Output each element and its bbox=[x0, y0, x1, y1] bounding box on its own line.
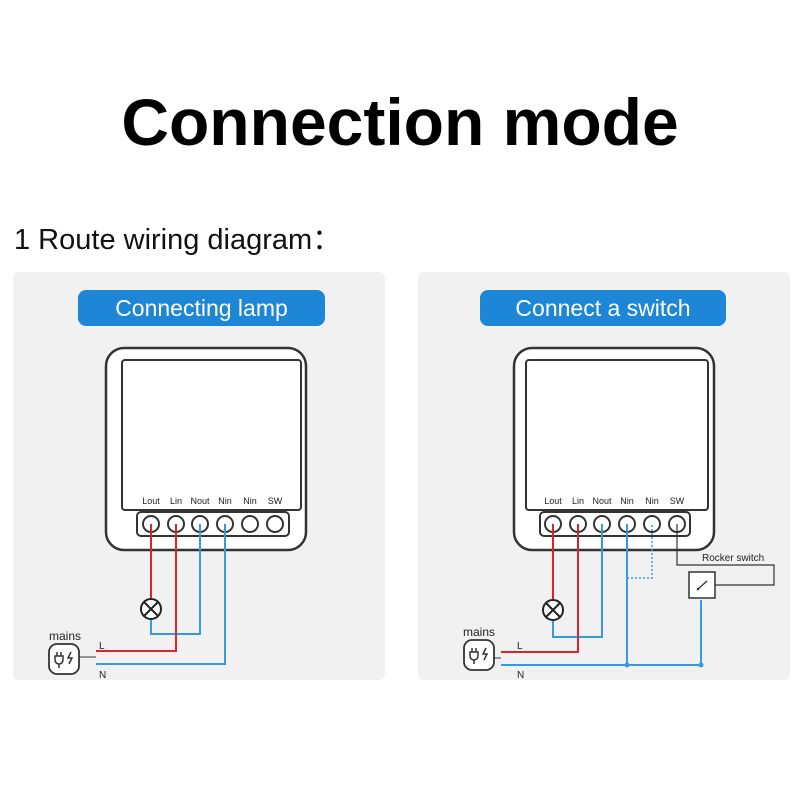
panel-heading-switch: Connect a switch bbox=[480, 290, 726, 326]
line-label: L bbox=[99, 641, 105, 652]
terminal-label-nin-1: Nin bbox=[620, 496, 634, 506]
wire-line-to-lin bbox=[501, 524, 579, 653]
diagram-subtitle: 1 Route wiring diagram： bbox=[14, 224, 342, 256]
wire-line-to-lin bbox=[96, 524, 177, 652]
lamp-icon bbox=[140, 598, 162, 620]
mains-plug-icon bbox=[48, 643, 80, 675]
wiring-diagram-lamp: Lout Lin Nout Nin Nin SW mains bbox=[48, 346, 308, 680]
rocker-switch-icon bbox=[688, 571, 716, 599]
module-face bbox=[121, 359, 302, 511]
module-face bbox=[525, 359, 709, 511]
junction-dot-1 bbox=[624, 662, 630, 668]
wiring-diagram-switch: Lout Lin Nout Nin Nin SW Rocker switch bbox=[463, 346, 775, 680]
wire-sw-to-switch bbox=[676, 524, 775, 586]
terminal-strip bbox=[539, 511, 691, 537]
rocker-switch-label: Rocker switch bbox=[702, 553, 764, 564]
wire-neutral-to-nin bbox=[96, 524, 226, 665]
panel-connect-switch: Connect a switch Lout Lin Nout Nin Nin S… bbox=[418, 272, 790, 680]
panel-connecting-lamp: Connecting lamp Lout Lin Nout Nin Nin SW… bbox=[13, 272, 385, 680]
mains-plug-icon bbox=[463, 639, 495, 671]
terminal-label-nout: Nout bbox=[190, 496, 210, 506]
terminal-nin-2 bbox=[241, 515, 259, 533]
neutral-label: N bbox=[99, 670, 106, 680]
junction-dot-2 bbox=[698, 662, 704, 668]
lamp-icon bbox=[542, 599, 564, 621]
terminal-label-nin-2: Nin bbox=[243, 496, 257, 506]
terminal-label-nin-2: Nin bbox=[645, 496, 659, 506]
mains-label: mains bbox=[49, 629, 81, 643]
neutral-label: N bbox=[517, 670, 524, 680]
mains-label: mains bbox=[463, 625, 495, 639]
terminal-label-nout: Nout bbox=[592, 496, 612, 506]
terminal-nin-2 bbox=[643, 515, 661, 533]
terminal-label-sw: SW bbox=[670, 496, 685, 506]
terminal-label-lin: Lin bbox=[170, 496, 182, 506]
terminal-label-lout: Lout bbox=[544, 496, 562, 506]
terminal-label-lout: Lout bbox=[142, 496, 160, 506]
wire-nin-bridge-dotted bbox=[627, 524, 653, 579]
line-label: L bbox=[517, 641, 523, 652]
terminal-label-lin: Lin bbox=[572, 496, 584, 506]
page-title: Connection mode bbox=[121, 85, 679, 159]
terminal-sw bbox=[266, 515, 284, 533]
terminal-label-sw: SW bbox=[268, 496, 283, 506]
terminal-label-nin-1: Nin bbox=[218, 496, 232, 506]
panel-heading-lamp: Connecting lamp bbox=[78, 290, 325, 326]
